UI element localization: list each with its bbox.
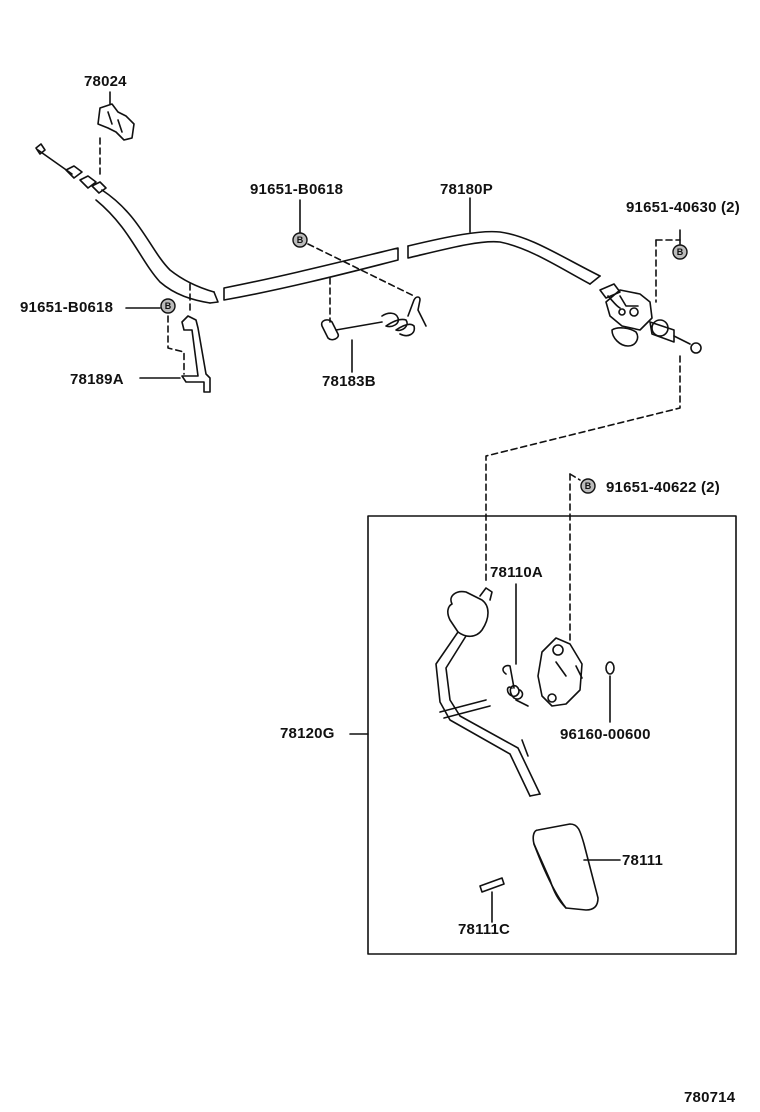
bracket-78189a [181, 315, 211, 393]
label-91651-b0618-top: 91651-B0618 [250, 181, 344, 198]
bolt-letter-4: B [585, 481, 592, 491]
cable-bracket [605, 289, 702, 354]
pedal-bracket [537, 637, 583, 707]
cable-leader [485, 355, 681, 585]
label-78189a: 78189A [70, 371, 124, 388]
spring-78183b [320, 296, 427, 341]
bolt-letter-3: B [165, 301, 172, 311]
bolt-letter-1: B [297, 235, 304, 245]
bolt-marker-3 [160, 298, 176, 314]
label-91651-40622: 91651-40622 (2) [606, 479, 720, 496]
bolt-marker-4 [580, 478, 596, 494]
label-78111: 78111 [622, 852, 664, 869]
pedal-arm [435, 587, 541, 797]
clip-78024 [97, 103, 135, 141]
bolt-letter-2: B [677, 247, 684, 257]
label-78183b: 78183B [322, 373, 376, 390]
return-spring [502, 664, 529, 707]
pedal-pad [532, 823, 599, 911]
throttle-cable-78180p [35, 143, 621, 309]
pin [479, 877, 505, 893]
label-78180p: 78180P [440, 181, 493, 198]
diagram-code: 780714 [684, 1089, 736, 1106]
bolt-marker-2 [672, 244, 688, 260]
assembly-box [367, 515, 737, 955]
label-96160-00600: 96160-00600 [560, 726, 651, 743]
label-78024: 78024 [84, 73, 127, 90]
bolt-marker-1 [292, 232, 308, 248]
label-91651-b0618-left: 91651-B0618 [20, 299, 114, 316]
label-78111c: 78111C [458, 921, 511, 938]
label-91651-40630: 91651-40630 (2) [626, 199, 740, 216]
label-78120g: 78120G [280, 725, 335, 742]
label-78110a: 78110A [490, 564, 543, 581]
